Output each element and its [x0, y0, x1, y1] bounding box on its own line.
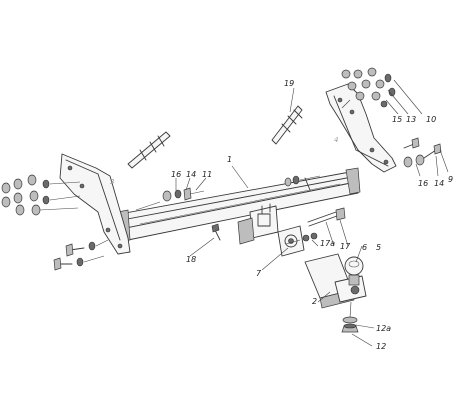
callout-1: 1: [227, 155, 232, 164]
callout-19: 19: [284, 79, 294, 88]
crossbar-left-bolts: [135, 187, 205, 211]
callout-7: 7: [256, 269, 262, 278]
callout-17a: 17a: [320, 239, 335, 248]
callout-4: 4: [334, 136, 338, 144]
callout-16-right: 16: [418, 179, 428, 188]
callout-14-right: 14: [434, 179, 444, 188]
mount-plate-part-7: [277, 225, 305, 257]
callout-12a: 12a: [376, 324, 391, 333]
callout-5: 5: [376, 243, 381, 252]
right-clamp-strip-part-19: [271, 105, 303, 145]
receiver-small-bolts: [285, 232, 318, 245]
callout-2: 2: [312, 297, 317, 306]
left-lower-bolts: [53, 239, 109, 271]
ball-mount-part-2: [304, 253, 367, 309]
callout-17: 17: [340, 242, 351, 251]
receiver-housing: [237, 203, 279, 245]
callout-13: 13: [406, 115, 416, 124]
bottom-screw-part-18: [211, 223, 221, 241]
ball-nut-and-washer: [341, 301, 359, 333]
callout-12: 12: [376, 342, 386, 351]
callout-14-left: 14: [186, 170, 196, 179]
callout-9: 9: [448, 175, 453, 184]
callout-18: 18: [186, 255, 196, 264]
left-bracket-part-3: [59, 153, 131, 255]
right-lower-bolts: [403, 137, 442, 168]
callout-10: 10: [426, 115, 436, 124]
callout-6: 6: [362, 243, 367, 252]
callout-labels: 1 16 14 11 18 7 17a 17 6 5 2 12a 12 19 1…: [110, 79, 453, 351]
left-fastener-cluster: [1, 174, 81, 216]
right-bracket-part-4: [325, 83, 397, 173]
callout-leaders: [175, 79, 449, 347]
left-clamp-strip: [127, 131, 171, 169]
tow-ball: [344, 256, 364, 286]
callout-15: 15: [392, 115, 402, 124]
callout-11: 11: [202, 170, 212, 179]
crossbar-part-1: [117, 167, 361, 243]
crossbar-right-bolts: [284, 175, 321, 187]
right-fastener-cluster: [341, 67, 396, 109]
callout-3: 3: [110, 178, 114, 186]
connector-bolt-part-17: [307, 207, 346, 227]
callout-16-left: 16: [171, 170, 181, 179]
